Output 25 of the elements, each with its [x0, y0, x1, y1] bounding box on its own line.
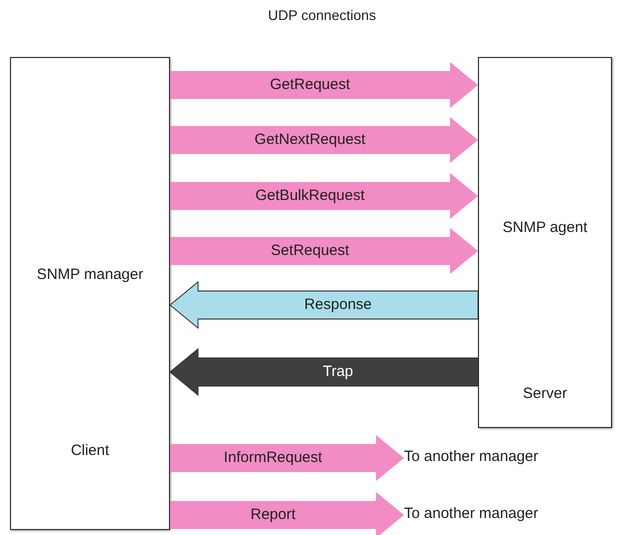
- edge-label: Trap: [322, 363, 354, 381]
- block-arrow: [170, 62, 478, 108]
- block-arrow: [169, 348, 478, 396]
- box-text: Client: [70, 441, 110, 461]
- edge-label: Report: [250, 506, 296, 524]
- block-arrow: [169, 281, 478, 329]
- block-arrow: [170, 228, 478, 274]
- component-box: [10, 57, 170, 530]
- edge-label: SetRequest: [270, 242, 350, 260]
- destination-text: To another manager: [404, 505, 538, 522]
- edge-label: GetBulkRequest: [255, 187, 365, 205]
- box-text: SNMP manager: [36, 265, 144, 285]
- block-arrow: [170, 435, 404, 481]
- edge-label: GetRequest: [270, 76, 350, 94]
- block-arrow: [170, 173, 478, 219]
- edge-label: InformRequest: [224, 449, 322, 467]
- destination-text: To another manager: [404, 448, 538, 465]
- box-text: Server: [522, 384, 568, 404]
- block-arrow: [170, 492, 404, 535]
- box-text: SNMP agent: [502, 218, 588, 238]
- edge-label: GetNextRequest: [254, 131, 366, 149]
- block-arrow: [170, 117, 478, 163]
- edge-label: Response: [304, 296, 372, 314]
- component-box: [478, 57, 612, 428]
- diagram-title: UDP connections: [267, 6, 377, 25]
